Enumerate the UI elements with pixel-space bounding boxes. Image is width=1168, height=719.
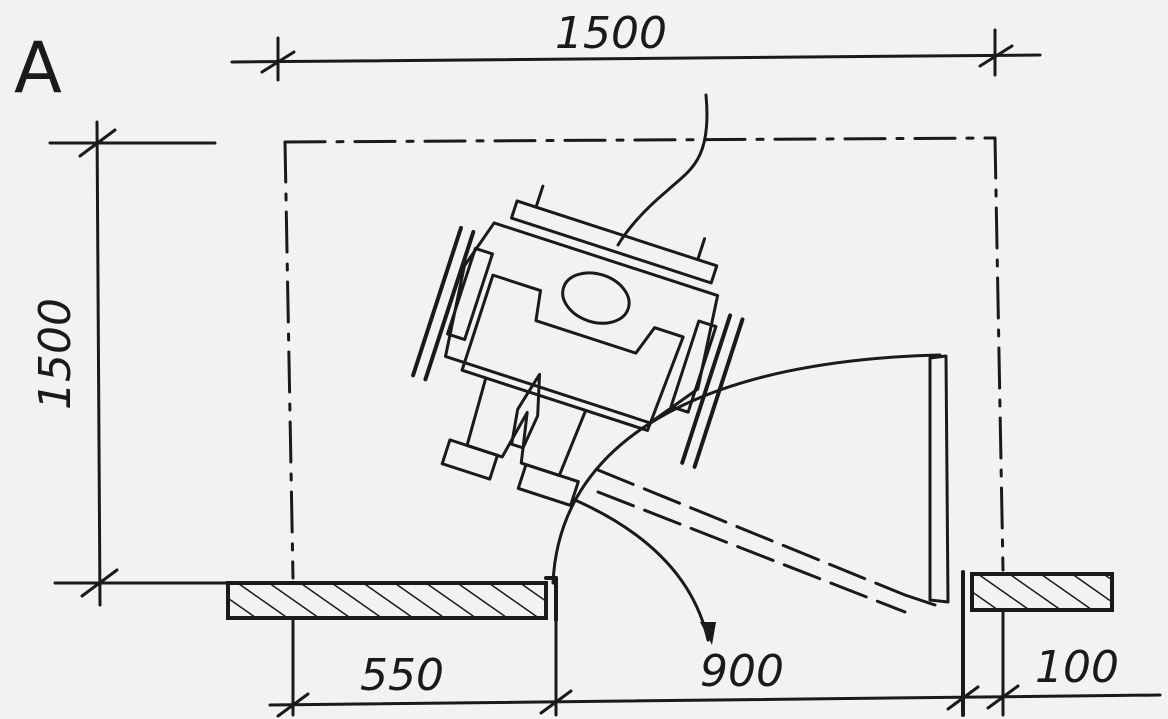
door [551,353,950,614]
bottom-door-label: 900 [700,646,784,697]
bottom-left-label: 550 [360,650,444,701]
wheelchair-user-figure [411,184,745,507]
top-width-label: 1500 [555,8,667,59]
panel-label: A [14,27,62,109]
turning-space-outline [283,136,1005,580]
left-wall [226,576,558,622]
bottom-right-label: 100 [1035,642,1119,693]
top-dimension: 1500 [230,8,1042,82]
left-height-label: 1500 [30,298,81,410]
leader-lines [573,93,716,645]
bottom-dimension: 550 900 100 [268,610,1162,718]
right-wall [961,570,1114,717]
left-dimension: 1500 [30,120,232,607]
